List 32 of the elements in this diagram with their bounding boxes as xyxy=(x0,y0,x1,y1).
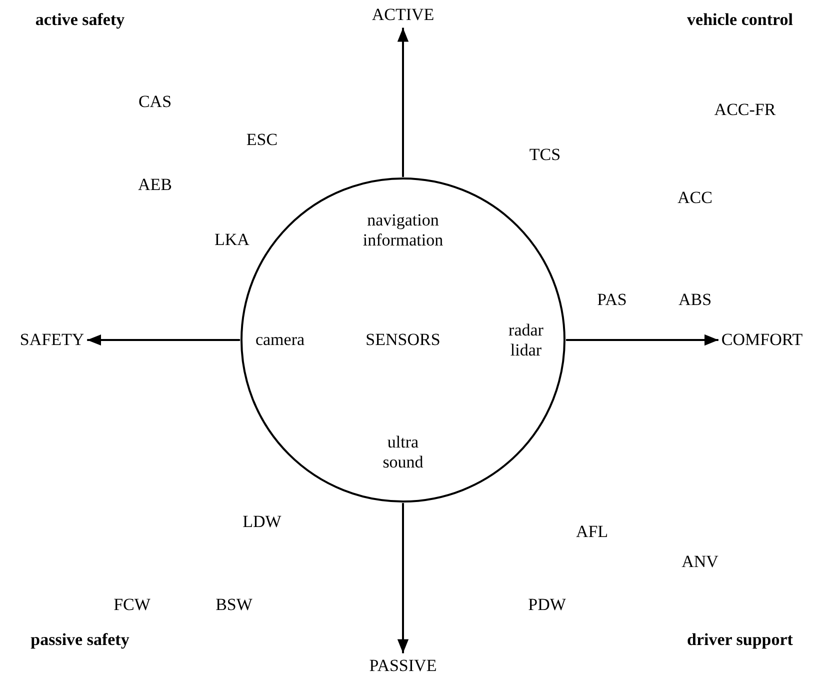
direction-label: PASSIVE xyxy=(369,656,437,676)
arrow xyxy=(397,503,409,654)
system-abbreviation: ACC xyxy=(678,188,712,208)
sensor-label: camera xyxy=(255,330,305,350)
system-abbreviation: ESC xyxy=(246,130,278,150)
system-abbreviation: ANV xyxy=(682,552,718,572)
sensor-label: ultra sound xyxy=(382,432,424,472)
system-abbreviation: BSW xyxy=(216,595,252,615)
system-abbreviation: PAS xyxy=(597,290,627,310)
arrow xyxy=(397,28,409,177)
quadrant-heading: driver support xyxy=(687,630,793,650)
system-abbreviation: TCS xyxy=(529,145,561,165)
sensor-label: navigation information xyxy=(362,210,444,250)
system-abbreviation: PDW xyxy=(528,595,566,615)
direction-label: COMFORT xyxy=(721,330,803,350)
system-abbreviation: CAS xyxy=(138,92,172,112)
center-label: SENSORS xyxy=(366,330,440,350)
system-abbreviation: AFL xyxy=(576,522,608,542)
arrow xyxy=(566,334,718,346)
sensor-label: radar lidar xyxy=(508,320,544,360)
quadrant-heading: active safety xyxy=(35,10,125,30)
system-abbreviation: AEB xyxy=(138,175,172,195)
quadrant-heading: passive safety xyxy=(30,630,130,650)
system-abbreviation: LDW xyxy=(242,512,282,532)
system-abbreviation: ACC-FR xyxy=(714,100,776,120)
quadrant-heading: vehicle control xyxy=(687,10,793,30)
system-abbreviation: LKA xyxy=(214,230,250,250)
system-abbreviation: FCW xyxy=(114,595,150,615)
system-abbreviation: ABS xyxy=(678,290,712,310)
direction-label: SAFETY xyxy=(20,330,84,350)
direction-label: ACTIVE xyxy=(372,5,434,25)
arrow xyxy=(87,334,240,346)
